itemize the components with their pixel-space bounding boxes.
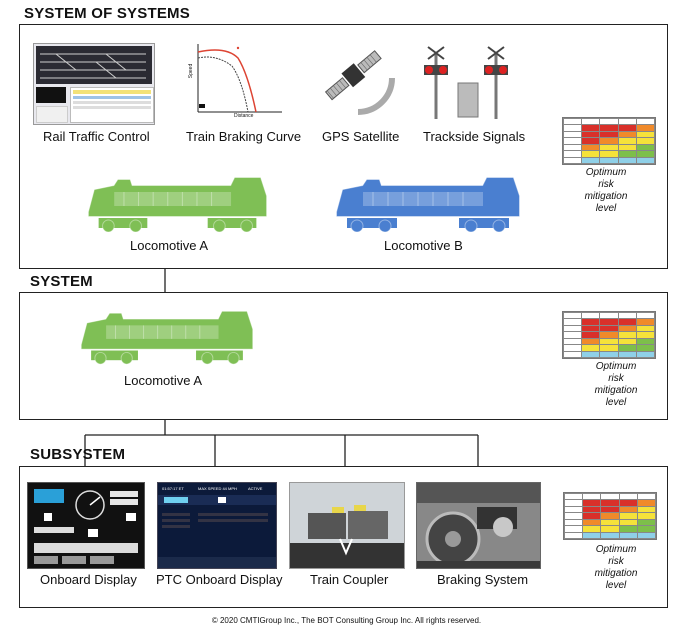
section-title-subsystem: SUBSYSTEM: [30, 446, 126, 463]
braking-chart-xlabel: Distance: [234, 113, 254, 119]
ptc-speed: MAX SPEED 44 MPH: [198, 486, 237, 491]
caption-trackside-signals: Trackside Signals: [423, 129, 526, 144]
locomotive-b-image: [333, 172, 523, 234]
caption-ptc-onboard-display: PTC Onboard Display: [156, 572, 283, 587]
gps-satellite-icon: [318, 46, 398, 116]
trackside-signals-icon: [420, 43, 520, 121]
train-coupler-image: [289, 482, 405, 569]
caption-locomotive-a-sos: Locomotive A: [130, 238, 209, 253]
ptc-time: 01:57:17 ET: [162, 486, 184, 491]
braking-system-image: [416, 482, 541, 569]
ptc-status: ACTIVE: [248, 486, 263, 491]
caption-locomotive-b: Locomotive B: [384, 238, 463, 253]
risk-matrix-sos: [562, 117, 656, 165]
braking-chart-ylabel: Speed: [188, 63, 195, 79]
onboard-display-image: [27, 482, 145, 569]
caption-locomotive-a-system: Locomotive A: [124, 373, 203, 388]
caption-train-coupler: Train Coupler: [310, 572, 389, 587]
copyright-text: © 2020 CMTIGroup Inc., The BOT Consultin…: [211, 616, 482, 625]
caption-braking-system: Braking System: [437, 572, 529, 587]
caption-onboard-display: Onboard Display: [40, 572, 137, 587]
section-title-system-of-systems: SYSTEM OF SYSTEMS: [24, 5, 190, 22]
caption-rail-traffic-control: Rail Traffic Control: [43, 129, 150, 144]
risk-matrix-system: [562, 311, 656, 359]
rail-traffic-control-image: [33, 43, 155, 125]
locomotive-a-sos-image: [85, 172, 270, 234]
panel-system-of-systems: [19, 24, 668, 269]
section-title-system: SYSTEM: [30, 273, 93, 290]
locomotive-a-system-image: [78, 306, 256, 366]
braking-curve-image: Speed Distance: [186, 40, 286, 120]
caption-gps-satellite: GPS Satellite: [322, 129, 400, 144]
risk-matrix-subsystem: [563, 492, 657, 540]
ptc-onboard-display-image: 01:57:17 ET MAX SPEED 44 MPH ACTIVE: [157, 482, 277, 569]
caption-train-braking-curve: Train Braking Curve: [186, 129, 302, 144]
